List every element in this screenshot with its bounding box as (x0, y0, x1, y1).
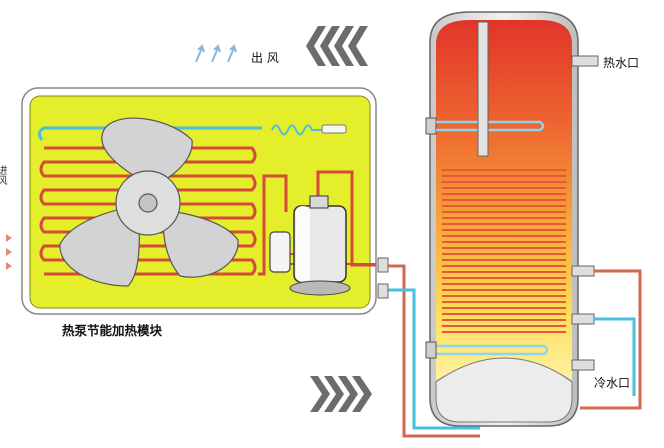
air-out-arrow-icon (195, 44, 237, 63)
hot-outlet-pipe (571, 55, 599, 67)
air-flow-arrow-icon (310, 376, 372, 412)
air-in-small-arrow-icon (6, 234, 12, 270)
air-out-label: 出 风 (251, 51, 279, 65)
module-label: 热泵节能加热模块 (62, 323, 163, 338)
cold-inlet-pipe (571, 359, 595, 371)
tank-bottom-dome (435, 357, 573, 423)
heating-element (425, 117, 437, 135)
accumulator (269, 231, 291, 273)
cold-inlet-label: 冷水口 (594, 376, 631, 390)
expansion-spiral (271, 124, 324, 136)
evaporator-coil-top (37, 126, 262, 141)
evaporator-coil (39, 146, 257, 276)
air-in-arrow-icon (306, 26, 368, 66)
compressor (289, 195, 351, 296)
air-in-label: 进风 (0, 165, 6, 185)
hot-outlet-label: 热水口 (603, 56, 640, 70)
storage-tank (425, 11, 599, 427)
hot-line (380, 264, 480, 438)
fan-icon (59, 117, 239, 287)
refrigerant-line (258, 174, 288, 276)
heat-exchanger-coil (442, 169, 566, 333)
connecting-pipes (377, 257, 642, 438)
filter-drier (321, 124, 347, 134)
anode-rod (477, 21, 489, 157)
cold-line (380, 288, 480, 430)
heat-pump-module (21, 87, 377, 315)
